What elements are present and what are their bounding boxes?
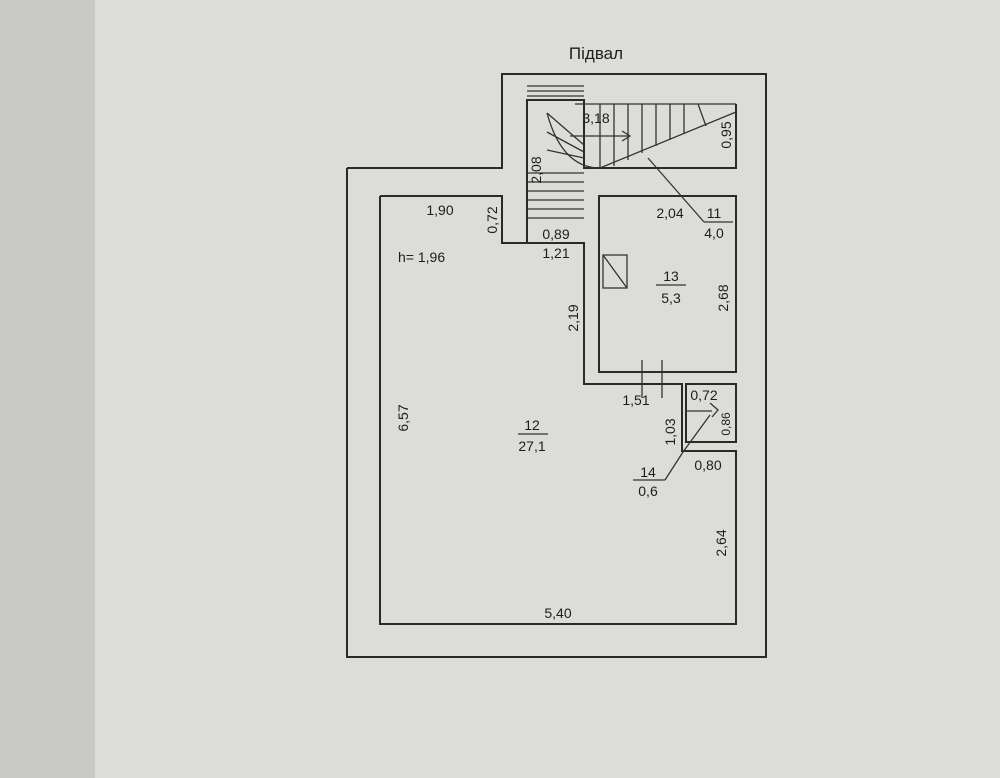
room-14-area: 0,6 [638,483,658,499]
inner-wall [379,195,737,625]
stair-inner-wall [526,99,737,243]
outer-wall [346,73,767,658]
dim-partition: 1,51 [622,392,649,408]
dim-room-14-height: 0,86 [719,412,733,436]
dim-room-12-bottom: 5,40 [544,605,571,621]
room-14-leader [682,414,711,453]
room-11-area: 4,0 [704,225,724,241]
dim-room-14-width: 0,72 [690,387,717,403]
dim-room-12-right: 2,64 [713,529,729,556]
dim-stair-run: 3,18 [582,110,609,126]
dim-room-13-left: 2,19 [565,304,581,331]
dim-passage: 1,21 [542,245,569,261]
room-14-leader-2 [664,451,684,481]
dim-step: 0,80 [694,457,721,473]
room-13-wall [598,195,737,373]
ceiling-height: h= 1,96 [398,249,445,265]
room-13-area: 5,3 [661,290,681,306]
room-11-number: 11 [707,205,722,221]
room-14-number: 14 [640,464,656,480]
fixture-box [602,254,628,289]
dim-top-wall: 1,90 [426,202,453,218]
dim-room-11-width: 2,04 [656,205,683,221]
dim-stair-left: 2,08 [528,156,544,183]
drain-symbol [709,402,719,418]
fixture-diagonal [602,254,628,289]
room-12-area: 27,1 [518,438,545,454]
plan-title: Підвал [569,44,623,63]
dim-room-14-left: 1,03 [662,418,678,445]
room-13-number: 13 [663,268,679,284]
room-11-leader [647,157,705,223]
room-12-number: 12 [524,417,540,433]
dim-notch: 0,72 [484,206,500,233]
staircase [527,85,737,219]
dim-room-12-left: 6,57 [395,404,411,431]
dim-stair-right: 0,95 [718,121,734,148]
dim-room-13-right: 2,68 [715,284,731,311]
paper-sheet [95,0,1000,778]
dim-stair-bottom: 0,89 [542,226,569,242]
room-14-wall [685,383,737,443]
